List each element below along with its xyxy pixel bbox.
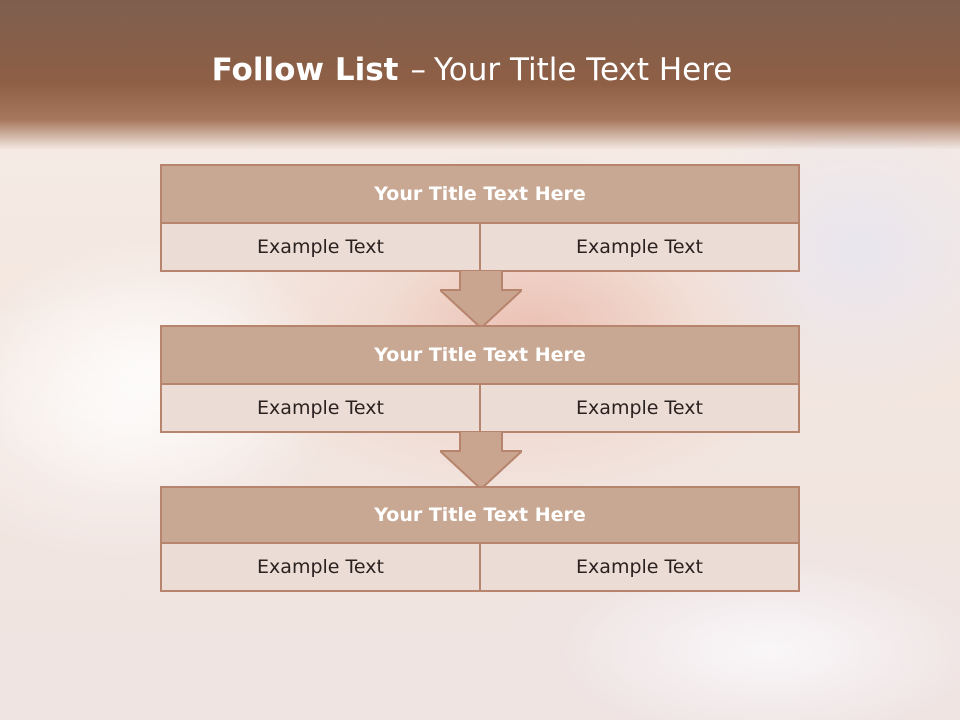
step-cell-right: Example Text: [479, 544, 798, 590]
step-title: Your Title Text Here: [162, 327, 798, 385]
step-cell-left: Example Text: [162, 224, 479, 270]
step-row: Example Text Example Text: [162, 544, 798, 590]
header-band: [0, 0, 960, 150]
step-box-1: Your Title Text Here Example Text Exampl…: [160, 164, 800, 272]
step-title: Your Title Text Here: [162, 166, 798, 224]
slide-title: Follow List–Your Title Text Here: [0, 52, 944, 88]
step-title: Your Title Text Here: [162, 488, 798, 544]
step-row: Example Text Example Text: [162, 385, 798, 431]
step-box-3: Your Title Text Here Example Text Exampl…: [160, 486, 800, 592]
title-bold-text: Follow List: [211, 52, 399, 88]
step-row: Example Text Example Text: [162, 224, 798, 270]
step-box-2: Your Title Text Here Example Text Exampl…: [160, 325, 800, 433]
down-arrow-icon: [440, 270, 522, 328]
step-cell-right: Example Text: [479, 224, 798, 270]
title-dash: –: [410, 52, 426, 88]
down-arrow-icon: [440, 431, 522, 489]
step-cell-left: Example Text: [162, 385, 479, 431]
step-cell-right: Example Text: [479, 385, 798, 431]
step-cell-left: Example Text: [162, 544, 479, 590]
title-rest-text: Your Title Text Here: [433, 52, 733, 88]
